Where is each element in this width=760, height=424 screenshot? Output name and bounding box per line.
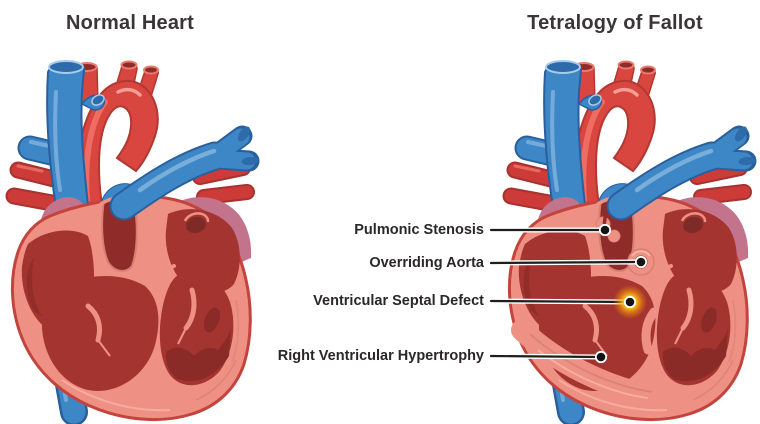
label-right-ventricular-hypertrophy: Right Ventricular Hypertrophy	[277, 348, 484, 364]
tof-heart-illustration	[509, 61, 755, 420]
pulmonic-stenosis-marker	[598, 223, 612, 237]
normal-heart-title: Normal Heart	[66, 12, 194, 34]
callout-markers	[594, 223, 648, 364]
callout-lines	[488, 227, 644, 360]
label-overriding-aorta: Overriding Aorta	[369, 255, 484, 271]
tetralogy-title: Tetralogy of Fallot	[527, 12, 703, 34]
vsd-marker	[623, 295, 637, 309]
rvh-marker	[594, 350, 608, 364]
label-ventricular-septal-defect: Ventricular Septal Defect	[313, 293, 484, 309]
normal-heart-illustration	[12, 61, 258, 420]
label-pulmonic-stenosis: Pulmonic Stenosis	[354, 222, 484, 238]
overriding-aorta-marker	[634, 255, 648, 269]
